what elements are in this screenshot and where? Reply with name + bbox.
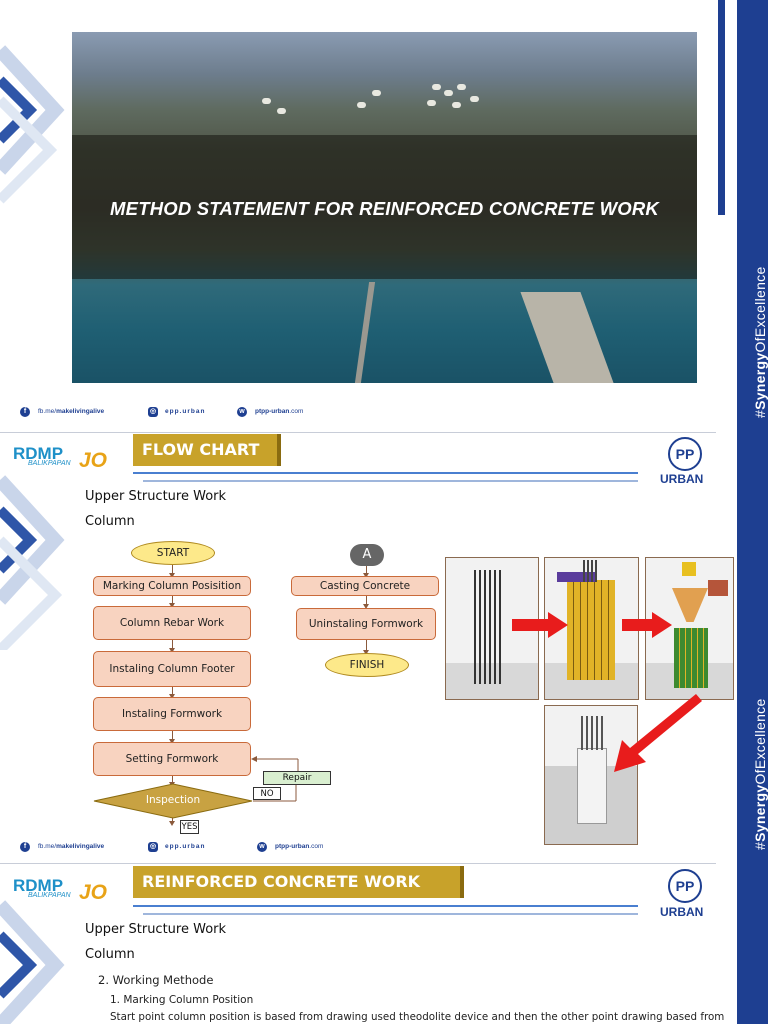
instagram-icon: ◎ [148, 842, 158, 852]
tank-shape [262, 98, 271, 104]
social-bar-2: f fb.me/makelivingalive ◎ epp.urban w pt… [20, 840, 420, 856]
urban-logo-text: URBAN [660, 905, 704, 919]
rdmp-logo: RDMP [13, 876, 64, 895]
flow-step-rebar: Column Rebar Work [93, 606, 251, 640]
flow-arrow [169, 565, 175, 578]
red-arrow-diagonal-icon [614, 694, 702, 772]
rdmp-logo-sub: BALIKPAPAN [28, 460, 71, 467]
facebook-icon: f [20, 407, 30, 417]
flow-no-label: NO [253, 787, 281, 800]
header-rule [133, 472, 638, 474]
tank-shape [427, 100, 436, 106]
social-bar-1: f fb.me/makelivingalive ◎ epp.urban w pt… [20, 405, 420, 421]
body-text: Start point column position is based fro… [110, 1011, 725, 1023]
jo-logo: JO [79, 881, 108, 904]
facebook-link[interactable]: fb.me/makelivingalive [38, 843, 105, 850]
right-stripe-thin [718, 0, 725, 215]
flow-decision-inspection [93, 783, 253, 819]
pp-logo: PP [668, 437, 702, 471]
hero-title-band [72, 135, 697, 279]
flow-arrow [169, 818, 175, 826]
facebook-icon: f [20, 842, 30, 852]
website-link[interactable]: ptpp-urban.com [255, 408, 304, 415]
flow-arrow [169, 731, 175, 744]
slide-banner-reinforced: REINFORCED CONCRETE WORK [133, 866, 464, 898]
website-link[interactable]: ptpp-urban.com [275, 843, 324, 850]
instagram-link[interactable]: epp.urban [165, 843, 206, 850]
rebar-cage-image [445, 557, 539, 700]
tank-shape [432, 84, 441, 90]
header-rule [133, 905, 638, 907]
hero-title: METHOD STATEMENT FOR REINFORCED CONCRETE… [110, 198, 659, 219]
flow-arrow [169, 596, 175, 608]
hashtag-synergy-2: #SynergyOfExcellence [752, 698, 768, 850]
flow-arrow [363, 596, 369, 609]
flow-step-casting: Casting Concrete [291, 576, 439, 596]
working-method-heading: 2. Working Methode [98, 973, 214, 987]
hero-aerial-photo: METHOD STATEMENT FOR REINFORCED CONCRETE… [72, 32, 697, 383]
pier-shape [354, 282, 376, 383]
right-stripe-thick [737, 0, 768, 1024]
tank-shape [277, 108, 286, 114]
flow-repair-label: Repair [263, 771, 331, 785]
red-arrow-icon [512, 612, 568, 638]
chevron-decoration-top [0, 45, 65, 204]
tank-shape [372, 90, 381, 96]
slide-banner-flowchart: FLOW CHART [133, 434, 281, 466]
website-icon: w [257, 842, 267, 852]
flow-loop-arrows [251, 756, 299, 802]
flow-step-marking: Marking Column Posisition [93, 576, 251, 596]
section-heading: Upper Structure Work [85, 489, 227, 504]
red-arrow-icon [622, 612, 672, 638]
jo-logo: JO [79, 449, 108, 472]
marking-subheading: 1. Marking Column Position [110, 994, 254, 1006]
chevron-decoration-middle [0, 475, 65, 650]
tank-shape [452, 102, 461, 108]
finished-column-image [544, 705, 638, 845]
slide-separator [0, 432, 716, 433]
facebook-link[interactable]: fb.me/makelivingalive [38, 408, 105, 415]
flow-connector-a: A [350, 544, 384, 566]
rdmp-logo: RDMP [13, 444, 64, 463]
section-heading: Upper Structure Work [85, 922, 227, 937]
header-rule-light [143, 480, 638, 482]
flow-step-uninstaling: Uninstaling Formwork [296, 608, 436, 640]
section-subheading: Column [85, 947, 135, 962]
section-subheading: Column [85, 514, 135, 529]
flow-arrow [363, 566, 369, 578]
tank-shape [444, 90, 453, 96]
flow-step-footer: Instaling Column Footer [93, 651, 251, 687]
tank-shape [457, 84, 466, 90]
pp-logo: PP [668, 869, 702, 903]
slide-separator [0, 863, 716, 864]
chevron-decoration-bottom [0, 900, 65, 1024]
instagram-icon: ◎ [148, 407, 158, 417]
flow-arrow [363, 640, 369, 655]
tank-shape [357, 102, 366, 108]
flow-step-setting-formwork: Setting Formwork [93, 742, 251, 776]
flow-yes-label: YES [180, 820, 199, 834]
flow-arrow [169, 640, 175, 653]
rdmp-logo-sub: BALIKPAPAN [28, 892, 71, 899]
flow-step-instaling-formwork: Instaling Formwork [93, 697, 251, 731]
instagram-link[interactable]: epp.urban [165, 408, 206, 415]
urban-logo-text: URBAN [660, 472, 704, 486]
pier-shape [520, 292, 614, 383]
tank-shape [470, 96, 479, 102]
header-rule-light [143, 913, 638, 915]
hashtag-synergy-1: #SynergyOfExcellence [752, 266, 768, 418]
flow-decision-label: Inspection [145, 794, 201, 806]
flow-arrow [169, 687, 175, 699]
flow-arrow [169, 776, 175, 787]
flow-start: START [131, 541, 215, 565]
website-icon: w [237, 407, 247, 417]
flow-finish: FINISH [325, 653, 409, 677]
